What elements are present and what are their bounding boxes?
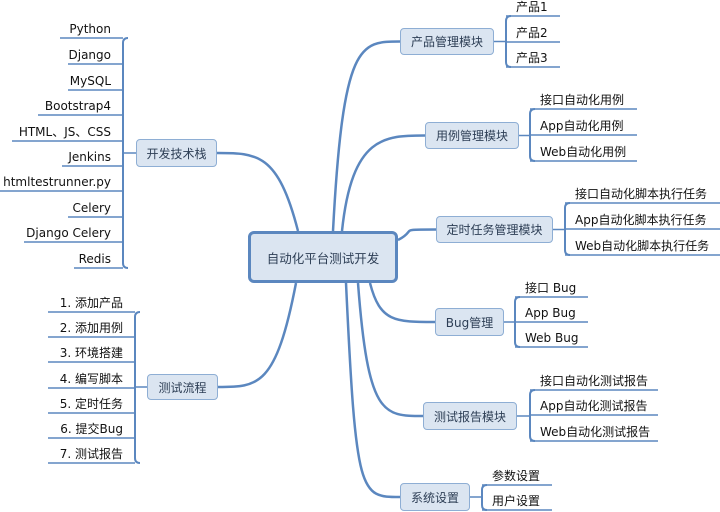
leaf-node-settings[interactable]: 参数设置 — [492, 469, 541, 483]
branch-node-task[interactable]: 定时任务管理模块 — [436, 216, 553, 243]
leaf-node-flow[interactable]: 5. 定时任务 — [59, 397, 123, 411]
branch-line-tech — [216, 151, 300, 232]
leaf-node-task[interactable]: Web自动化脚本执行任务 — [575, 239, 710, 253]
leaf-node-flow[interactable]: 2. 添加用例 — [59, 321, 123, 335]
leaf-node-task[interactable]: 接口自动化脚本执行任务 — [575, 187, 708, 201]
branch-node-product[interactable]: 产品管理模块 — [400, 28, 494, 55]
branch-line-flow — [217, 282, 298, 389]
leaf-node-case[interactable]: Web自动化用例 — [540, 145, 627, 159]
leaf-node-tech[interactable]: htmltestrunner.py — [3, 175, 111, 189]
branch-line-bug — [368, 282, 436, 324]
leaf-node-flow[interactable]: 6. 提交Bug — [60, 422, 123, 436]
branch-line-product — [331, 40, 401, 232]
leaf-node-bug[interactable]: Web Bug — [525, 331, 579, 345]
bracket-tech — [122, 37, 129, 269]
leaf-node-tech[interactable]: Jenkins — [68, 150, 111, 164]
branch-node-report[interactable]: 测试报告模块 — [423, 402, 517, 430]
leaf-node-tech[interactable]: Bootstrap4 — [44, 99, 111, 113]
leaf-node-report[interactable]: 接口自动化测试报告 — [540, 374, 649, 388]
leaf-node-tech[interactable]: MySQL — [69, 74, 111, 88]
leaf-node-tech[interactable]: Redis — [78, 252, 111, 266]
leaf-node-case[interactable]: 接口自动化用例 — [540, 93, 625, 107]
branch-line-case — [340, 134, 426, 232]
leaf-node-tech[interactable]: Django Celery — [26, 226, 111, 240]
bracket-settings — [481, 484, 488, 511]
leaf-node-tech[interactable]: Celery — [72, 201, 111, 215]
branch-node-tech[interactable]: 开发技术栈 — [136, 139, 217, 167]
branch-line-settings — [344, 282, 401, 499]
leaf-node-tech[interactable]: Django — [68, 48, 112, 62]
branch-node-bug[interactable]: Bug管理 — [435, 308, 504, 336]
leaf-node-product[interactable]: 产品2 — [516, 26, 548, 40]
leaf-node-tech[interactable]: Python — [69, 22, 111, 36]
leaf-node-bug[interactable]: 接口 Bug — [525, 281, 577, 295]
leaf-node-report[interactable]: Web自动化测试报告 — [540, 425, 651, 439]
branch-node-case[interactable]: 用例管理模块 — [425, 122, 519, 149]
leaf-node-flow[interactable]: 3. 环境搭建 — [59, 346, 123, 360]
leaf-node-task[interactable]: App自动化脚本执行任务 — [575, 213, 707, 227]
branch-node-flow[interactable]: 测试流程 — [147, 374, 218, 400]
leaf-node-tech[interactable]: HTML、JS、CSS — [18, 125, 111, 139]
branch-line-task — [397, 228, 437, 242]
leaf-node-bug[interactable]: App Bug — [525, 306, 576, 320]
leaf-node-product[interactable]: 产品3 — [516, 51, 548, 65]
branch-node-settings[interactable]: 系统设置 — [400, 483, 470, 511]
leaf-node-flow[interactable]: 4. 编写脚本 — [59, 372, 123, 386]
root-node[interactable]: 自动化平台测试开发 — [248, 231, 398, 283]
leaf-node-report[interactable]: App自动化测试报告 — [540, 399, 648, 413]
leaf-node-case[interactable]: App自动化用例 — [540, 119, 624, 133]
branch-line-report — [356, 282, 424, 418]
leaf-node-flow[interactable]: 1. 添加产品 — [59, 296, 123, 310]
leaf-node-product[interactable]: 产品1 — [516, 0, 548, 14]
leaf-node-flow[interactable]: 7. 测试报告 — [59, 447, 123, 461]
leaf-node-settings[interactable]: 用户设置 — [492, 494, 541, 508]
